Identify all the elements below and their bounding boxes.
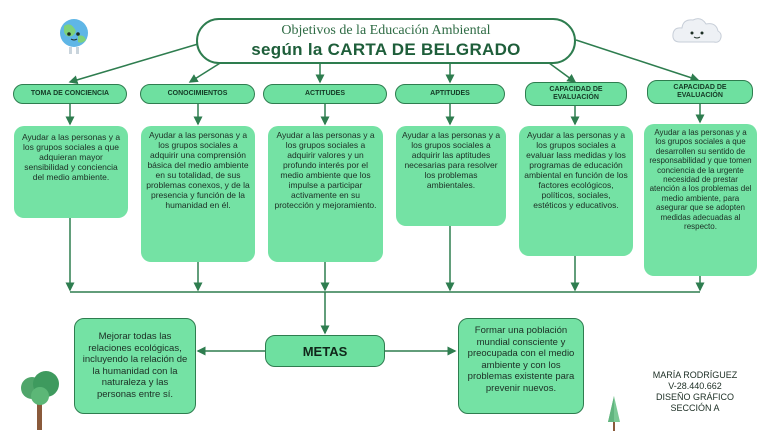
category-pill-capacidad-evaluacion-2: CAPACIDAD DE EVALUACIÓN	[647, 80, 753, 104]
goal-card-left: Mejorar todas las relaciones ecológicas,…	[74, 318, 196, 414]
category-pill-aptitudes: APTITUDES	[395, 84, 505, 104]
category-card-actitudes: Ayudar a las personas y a los grupos soc…	[268, 126, 383, 262]
category-card-capacidad-evaluacion-1: Ayudar a las personas y a los grupos soc…	[519, 126, 633, 256]
tree-icon	[18, 370, 62, 435]
category-card-capacidad-evaluacion-2: Ayudar a las personas y a los grupos soc…	[644, 124, 757, 276]
category-card-conocimientos: Ayudar a las personas y a los grupos soc…	[141, 126, 255, 262]
earth-mascot-icon	[56, 16, 92, 61]
pine-tree-icon	[607, 396, 621, 436]
author-section: SECCIÓN A	[670, 403, 720, 413]
category-pill-conocimientos: CONOCIMIENTOS	[140, 84, 255, 104]
category-card-aptitudes: Ayudar a las personas y a los grupos soc…	[396, 126, 506, 226]
author-info: MARÍA RODRÍGUEZ V-28.440.662 DISEÑO GRÁF…	[640, 370, 750, 414]
cloud-mascot-icon	[670, 14, 724, 53]
goal-card-right: Formar una población mundial consciente …	[458, 318, 584, 414]
category-pill-capacidad-evaluacion-1: CAPACIDAD DE EVALUACIÓN	[525, 82, 627, 106]
title-box: Objetivos de la Educación Ambiental segú…	[196, 18, 576, 64]
author-name: MARÍA RODRÍGUEZ	[652, 370, 738, 380]
author-id: V-28.440.662	[668, 381, 722, 391]
metas-box: METAS	[265, 335, 385, 367]
title-line-1: Objetivos de la Educación Ambiental	[281, 23, 491, 38]
category-pill-toma-de-conciencia: TOMA DE CONCIENCIA	[13, 84, 127, 104]
category-pill-actitudes: ACTITUDES	[263, 84, 387, 104]
author-course: DISEÑO GRÁFICO	[655, 392, 734, 402]
category-card-toma-de-conciencia: Ayudar a las personas y a los grupos soc…	[14, 126, 128, 218]
title-line-2: según la CARTA DE BELGRADO	[251, 40, 521, 59]
